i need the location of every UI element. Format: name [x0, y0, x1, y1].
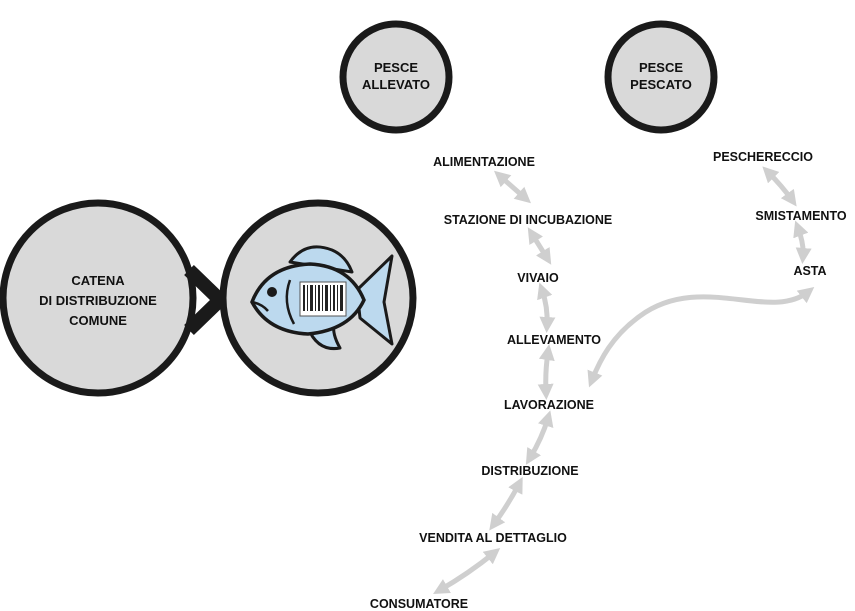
caught-chain-arrows — [587, 166, 815, 388]
arrow-6 — [489, 476, 523, 531]
farmed-circle-line-1: PESCE — [374, 60, 418, 75]
caught-fish-circle: PESCE PESCATO — [604, 20, 718, 134]
arrow-1 — [493, 170, 532, 204]
arrow-2 — [527, 227, 552, 265]
farmed-fish-circle: PESCE ALLEVATO — [339, 20, 453, 134]
common-circle-line-3: COMUNE — [69, 313, 127, 328]
arrow-10 — [587, 287, 815, 388]
arrow-5 — [525, 410, 554, 465]
fish-circle — [219, 199, 417, 397]
step-smistamento: SMISTAMENTO — [755, 209, 846, 223]
arrow-8 — [762, 166, 797, 207]
step-alimentazione: ALIMENTAZIONE — [433, 155, 535, 169]
step-vendita-al-dettaglio: VENDITA AL DETTAGLIO — [419, 531, 567, 545]
caught-chain-labels: PESCHERECCIO SMISTAMENTO ASTA — [713, 150, 847, 278]
fish-with-barcode-icon — [250, 245, 394, 351]
step-stazione-di-incubazione: STAZIONE DI INCUBAZIONE — [444, 213, 613, 227]
step-allevamento: ALLEVAMENTO — [507, 333, 601, 347]
caught-circle-line-1: PESCE — [639, 60, 683, 75]
arrow-9 — [793, 220, 812, 264]
farmed-circle-line-2: ALLEVATO — [362, 77, 430, 92]
arrow-3 — [537, 282, 556, 333]
arrow-4 — [537, 344, 555, 400]
step-asta: ASTA — [793, 264, 826, 278]
common-chain-circle: CATENA DI DISTRIBUZIONE COMUNE — [0, 199, 197, 397]
common-circle-line-1: CATENA — [71, 273, 125, 288]
barcode-icon — [299, 281, 347, 317]
step-distribuzione: DISTRIBUZIONE — [481, 464, 578, 478]
step-vivaio: VIVAIO — [517, 271, 559, 285]
step-peschereccio: PESCHERECCIO — [713, 150, 813, 164]
farmed-chain-labels: ALIMENTAZIONE STAZIONE DI INCUBAZIONE VI… — [370, 155, 612, 611]
step-consumatore: CONSUMATORE — [370, 597, 468, 611]
arrow-7 — [433, 547, 501, 594]
step-lavorazione: LAVORAZIONE — [504, 398, 594, 412]
caught-circle-line-2: PESCATO — [630, 77, 692, 92]
common-circle-line-2: DI DISTRIBUZIONE — [39, 293, 157, 308]
farmed-chain-arrows — [433, 170, 556, 594]
